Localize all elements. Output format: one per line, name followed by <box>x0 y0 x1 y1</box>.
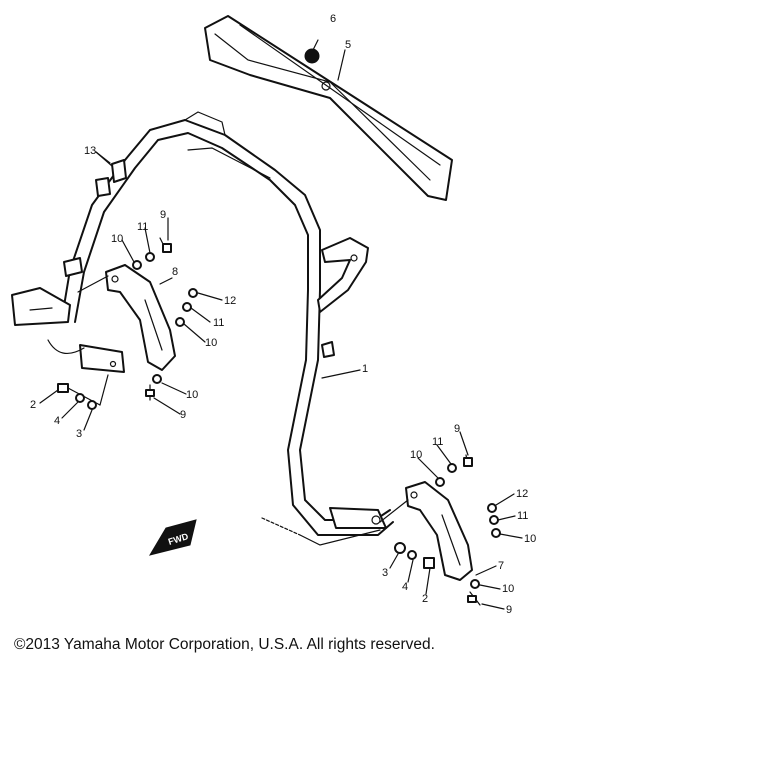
callout-10-d: 10 <box>410 449 422 461</box>
callout-10-b: 10 <box>205 337 217 349</box>
callout-4-a: 4 <box>54 415 60 427</box>
callout-leaders <box>39 39 523 610</box>
callout-10-e: 10 <box>524 533 536 545</box>
callout-11-a: 11 <box>137 221 148 233</box>
callout-11-c: 11 <box>432 436 443 448</box>
right-support-bracket-part <box>379 481 473 581</box>
callout-11-d: 11 <box>517 510 528 522</box>
callout-10-f: 10 <box>502 583 514 595</box>
callout-2-a: 2 <box>30 399 36 411</box>
callout-8: 8 <box>172 266 178 278</box>
fwd-arrow-icon: FWD <box>148 519 197 556</box>
callout-9-d: 9 <box>506 604 512 616</box>
callout-12-a: 12 <box>224 295 236 307</box>
callout-4-b: 4 <box>402 581 408 593</box>
callout-9-b: 9 <box>180 409 186 421</box>
parts-diagram: FWD 6 5 13 9 11 10 <box>11 13 536 616</box>
callout-7: 7 <box>498 560 504 572</box>
main-frame-part <box>11 111 394 536</box>
callout-10-a: 10 <box>111 233 123 245</box>
callout-6: 6 <box>330 13 336 25</box>
callout-5: 5 <box>345 39 351 51</box>
callout-10-c: 10 <box>186 389 198 401</box>
callout-3-b: 3 <box>382 567 388 579</box>
callout-2-b: 2 <box>422 593 428 605</box>
hardware-group <box>57 237 501 606</box>
callout-9-c: 9 <box>454 423 460 435</box>
callout-13: 13 <box>84 145 96 157</box>
callout-numbers: 6 5 13 9 11 10 8 12 11 10 1 10 9 2 4 3 9… <box>30 13 536 616</box>
grommet-part <box>304 48 320 64</box>
callout-3-a: 3 <box>76 428 82 440</box>
copyright-notice: ©2013 Yamaha Motor Corporation, U.S.A. A… <box>14 636 435 653</box>
left-support-bracket-part <box>77 264 176 371</box>
callout-9-a: 9 <box>160 209 166 221</box>
callout-11-b: 11 <box>213 317 224 329</box>
callout-12-b: 12 <box>516 488 528 500</box>
callout-1: 1 <box>362 363 368 375</box>
cover-guard-part <box>204 15 453 201</box>
